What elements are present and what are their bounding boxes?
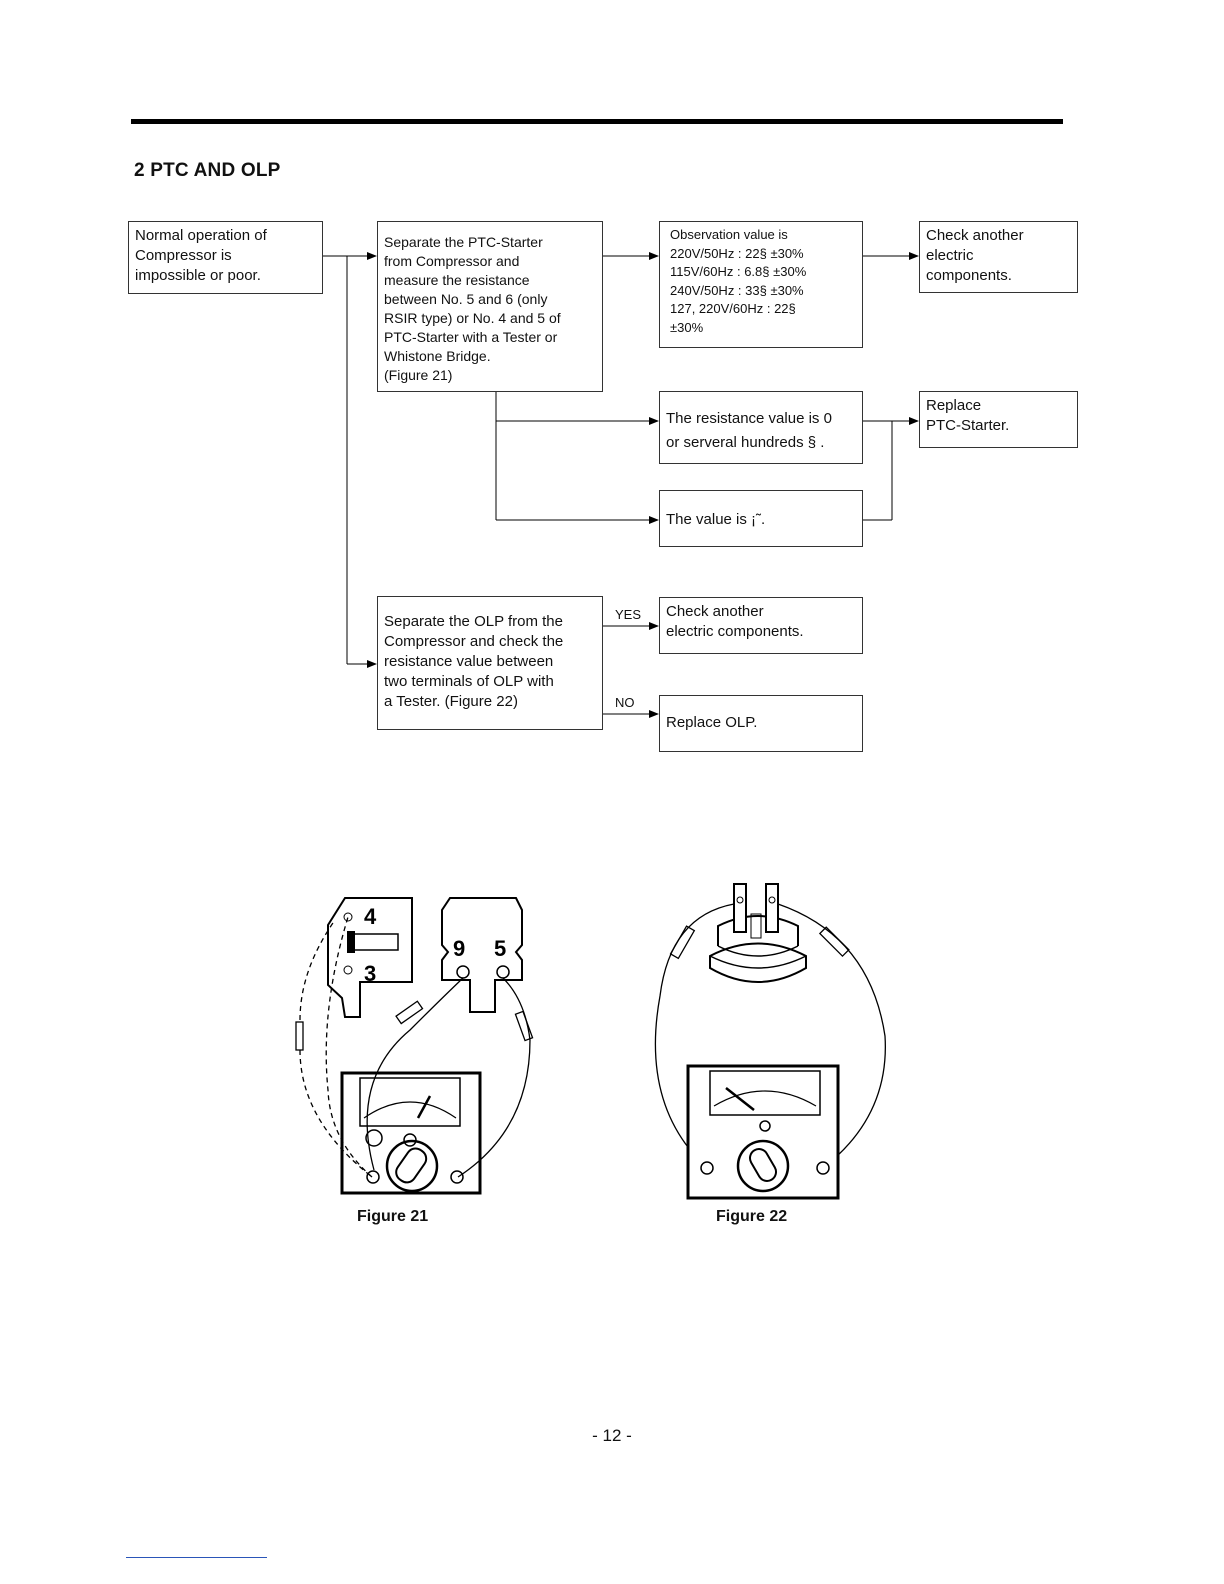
terminal-4-label: 4 — [364, 904, 377, 929]
olp-step-box: Separate the OLP from the Compressor and… — [377, 596, 603, 730]
terminal-5-label: 5 — [494, 936, 506, 961]
terminal-3-label: 3 — [364, 961, 376, 986]
replace-ptc-box: Replace PTC-Starter. — [919, 391, 1078, 448]
yes-label: YES — [615, 607, 642, 622]
no-label: NO — [615, 695, 635, 710]
ptc-step-box: Separate the PTC-Starter from Compressor… — [377, 221, 603, 392]
terminal-6-label: 9 — [453, 936, 465, 961]
figure-21-illustration: 4 3 9 5 — [295, 897, 534, 1195]
check-other-box-1: Check another electric components. — [919, 221, 1078, 293]
observation-box: Observation value is 220V/50Hz : 22§ ±30… — [659, 221, 863, 348]
start-box: Normal operation of Compressor is imposs… — [128, 221, 323, 294]
figure-22-caption: Figure 22 — [716, 1208, 788, 1225]
figure-22-illustration — [654, 883, 886, 1200]
figure-21-caption: Figure 21 — [357, 1208, 429, 1225]
section-title: 2 PTC AND OLP — [134, 160, 281, 181]
check-other-box-2: Check another electric components. — [659, 597, 863, 654]
value-inf-box: The value is ¡˜. — [659, 490, 863, 547]
top-rule — [131, 119, 1063, 124]
bottom-rule — [126, 1557, 267, 1558]
page-number: - 12 - — [592, 1426, 632, 1445]
replace-olp-box: Replace OLP. — [659, 695, 863, 752]
flowchart-connectors — [322, 252, 919, 718]
resistance-zero-box: The resistance value is 0 or serveral hu… — [659, 391, 863, 464]
